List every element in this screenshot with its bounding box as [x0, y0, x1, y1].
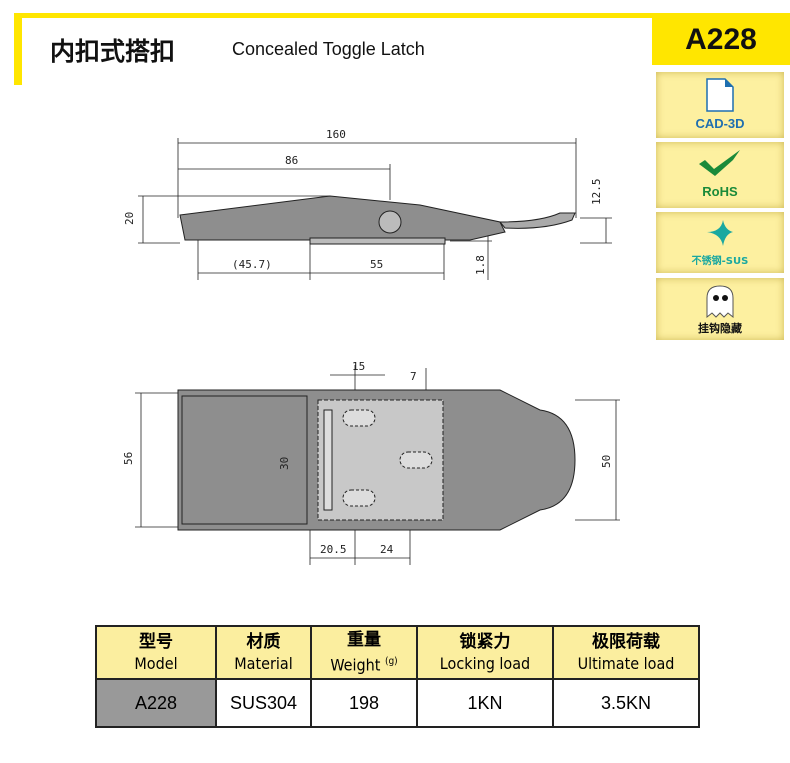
badge-rohs[interactable]: RoHS	[656, 142, 784, 208]
badge-cad-3d[interactable]: CAD-3D	[656, 72, 784, 138]
dim-base-offset: 20.5	[320, 543, 347, 556]
dim-hook-height: 12.5	[590, 179, 603, 206]
badge-hidden-hook[interactable]: 挂钩隐藏	[656, 278, 784, 340]
cell-material: SUS304	[215, 678, 312, 728]
dim-base-length: 55	[370, 258, 383, 271]
dim-width: 56	[122, 452, 135, 465]
dim-thickness: 1.8	[474, 255, 487, 275]
badge-stainless[interactable]: 不锈钢-SUS	[656, 212, 784, 273]
dim-hook-width: 50	[600, 455, 613, 468]
cell-model: A228	[95, 678, 217, 728]
top-view-drawing: 15 7 56 30 50 20.5 24	[122, 360, 620, 565]
cell-weight: 198	[310, 678, 418, 728]
badge-label: CAD-3D	[695, 116, 745, 131]
header-accent-bar	[14, 13, 22, 85]
table-row: A228 SUS304 198 1KN 3.5KN	[95, 678, 700, 728]
header-accent-line	[14, 13, 654, 18]
checkmark-icon	[699, 150, 740, 176]
title-english: Concealed Toggle Latch	[232, 39, 425, 59]
badge-label: 挂钩隐藏	[698, 322, 742, 335]
dim-base-hole: 24	[380, 543, 394, 556]
file-icon	[706, 78, 734, 112]
badge-label: RoHS	[702, 184, 738, 199]
cell-locking-load: 1KN	[416, 678, 554, 728]
dim-hole-spacing: 30	[278, 457, 291, 470]
dim-slot-spacing: 15	[352, 360, 365, 373]
cell-ultimate-load: 3.5KN	[552, 678, 700, 728]
dim-offset: (45.7)	[232, 258, 272, 271]
dim-height: 20	[123, 212, 136, 225]
side-view-drawing: 160 86 20 12.5 (45.7) 55 1.8	[123, 128, 612, 280]
model-badge: A228	[652, 13, 790, 65]
sparkle-icon	[707, 220, 733, 246]
title-chinese: 内扣式搭扣	[50, 37, 176, 66]
dim-slot-width: 7	[410, 370, 417, 383]
dim-length: 160	[326, 128, 346, 141]
dim-hinge-offset: 86	[285, 154, 298, 167]
badge-label: 不锈钢-SUS	[691, 256, 749, 267]
ghost-icon	[706, 285, 734, 318]
